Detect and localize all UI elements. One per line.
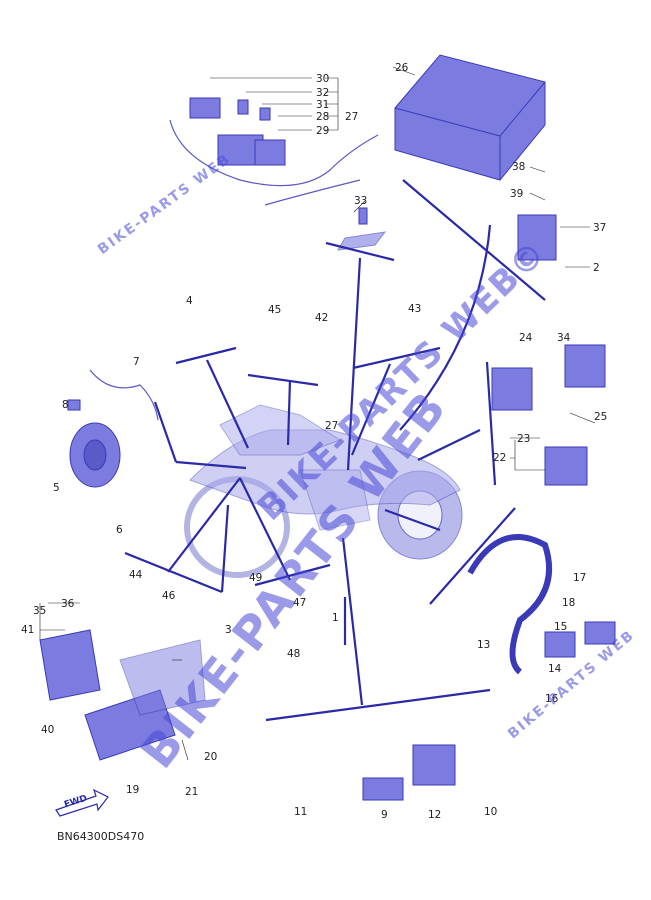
callout-14: 14 [548, 663, 562, 675]
ecu [39, 629, 101, 701]
callout-35: 35 [33, 605, 46, 617]
leader-lines [124, 179, 546, 722]
callout-39: 39 [510, 188, 523, 200]
callout-34: 34 [557, 332, 571, 344]
callout-18: 18 [562, 597, 575, 609]
relay-22 [544, 446, 588, 486]
callout-20: 20 [204, 751, 217, 763]
callout-7: 7 [133, 356, 140, 368]
relay-34 [564, 344, 606, 388]
callout-29: 29 [316, 125, 329, 137]
callout-27b: 27 [325, 420, 338, 432]
callout-13: 13 [477, 639, 490, 651]
switch-9 [362, 777, 404, 801]
callout-3: 3 [225, 624, 232, 636]
unit-12 [412, 744, 456, 786]
callout-numbers: 30 32 31 28 27 29 26 38 39 37 2 33 4 45 … [21, 62, 607, 821]
callout-26: 26 [395, 62, 409, 74]
callout-19: 19 [126, 784, 139, 796]
callout-15: 15 [554, 621, 567, 633]
callout-33: 33 [354, 195, 367, 207]
callout-23: 23 [517, 433, 530, 445]
diagram-code: BN64300DS470 [57, 830, 145, 843]
callout-12: 12 [428, 809, 441, 821]
callout-40: 40 [41, 724, 54, 736]
callout-24: 24 [519, 332, 533, 344]
callout-41: 41 [21, 624, 34, 636]
battery [394, 54, 546, 181]
callout-48: 48 [287, 648, 300, 660]
callout-36: 36 [61, 598, 75, 610]
relay-24 [491, 367, 533, 411]
relay-37 [517, 214, 557, 261]
callout-46: 46 [162, 590, 176, 602]
callout-43: 43 [408, 303, 421, 315]
callout-17: 17 [573, 572, 586, 584]
callout-44: 44 [129, 569, 143, 581]
motorcycle-illustration [184, 404, 463, 578]
callout-16: 16 [545, 693, 559, 705]
callout-28: 28 [316, 111, 329, 123]
label-ticks [39, 66, 596, 761]
callout-9: 9 [381, 809, 388, 821]
relay-30 [189, 97, 221, 119]
callout-47: 47 [293, 597, 306, 609]
callout-42: 42 [315, 312, 328, 324]
callout-21: 21 [185, 786, 198, 798]
callout-32: 32 [316, 87, 329, 99]
callout-22: 22 [493, 452, 506, 464]
callout-38: 38 [512, 161, 525, 173]
callout-6: 6 [116, 524, 123, 536]
callout-49: 49 [249, 572, 262, 584]
callout-11: 11 [294, 806, 307, 818]
parts [39, 54, 616, 801]
wire-harness [89, 119, 379, 421]
callout-31: 31 [316, 99, 329, 111]
fwd-arrow-icon [55, 788, 109, 817]
callout-10: 10 [484, 806, 497, 818]
callout-27: 27 [345, 111, 358, 123]
sensor-lead-13 [467, 534, 553, 675]
callout-2: 2 [593, 262, 600, 274]
callout-8: 8 [62, 399, 69, 411]
callout-45: 45 [268, 304, 281, 316]
sensor-15 [584, 621, 616, 645]
callout-4: 4 [186, 295, 193, 307]
callout-37: 37 [593, 222, 606, 234]
callout-25: 25 [594, 411, 607, 423]
callout-30: 30 [316, 73, 329, 85]
callout-5: 5 [53, 482, 60, 494]
callout-1: 1 [332, 612, 339, 624]
